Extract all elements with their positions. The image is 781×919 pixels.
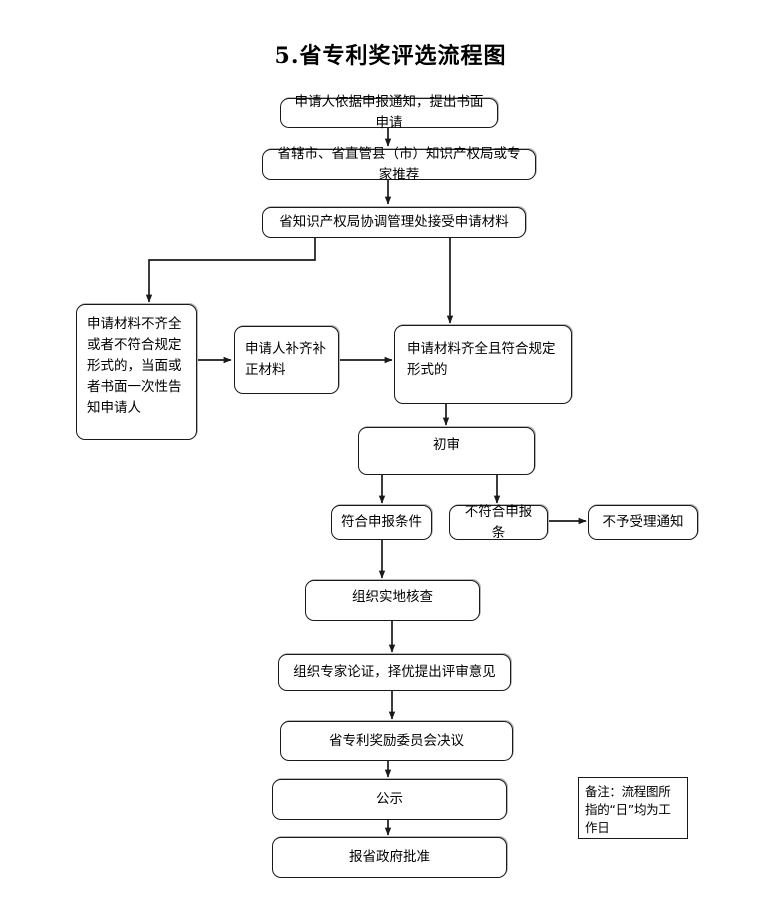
- node-recommend-label: 省辖市、省直管县（市）知识产权局或专家推荐: [277, 145, 521, 183]
- node-onsite-label: 组织实地核查: [352, 589, 433, 605]
- node-receive-label: 省知识产权局协调管理处接受申请材料: [279, 214, 509, 231]
- edge-receive-to-incomplete: [145, 237, 316, 303]
- node-incomplete-label: 申请材料不齐全或者不符合规定形式的，当面或者书面一次性告知申请人: [87, 316, 182, 416]
- node-complete-label: 申请材料齐全且符合规定形式的: [407, 341, 556, 378]
- node-complete[interactable]: 申请材料齐全且符合规定形式的: [394, 325, 572, 404]
- node-expert[interactable]: 组织专家论证，择优提出评审意见: [278, 654, 511, 691]
- node-committee[interactable]: 省专利奖励委员会决议: [280, 721, 513, 761]
- node-approval[interactable]: 报省政府批准: [272, 837, 507, 878]
- node-reject[interactable]: 不予受理通知: [588, 505, 698, 540]
- page-title: 5.省专利奖评选流程图: [274, 43, 507, 69]
- note-working-day: 备注：流程图所指的“日”均为工作日: [578, 777, 688, 839]
- node-publicize-label: 公示: [376, 791, 403, 808]
- node-apply-label: 申请人依据申报通知，提出书面申请: [294, 94, 484, 131]
- node-first-review-label: 初审: [433, 437, 460, 453]
- node-unqualified[interactable]: 不符合申报条: [449, 504, 548, 541]
- node-onsite[interactable]: 组织实地核查: [305, 580, 480, 621]
- node-recommend[interactable]: 省辖市、省直管县（市）知识产权局或专家推荐: [262, 146, 536, 183]
- node-approval-label: 报省政府批准: [349, 849, 430, 866]
- node-first-review[interactable]: 初审: [358, 427, 535, 475]
- note-working-day-label: 备注：流程图所指的“日”均为工作日: [585, 784, 671, 835]
- node-expert-label: 组织专家论证，择优提出评审意见: [293, 664, 496, 681]
- node-unqualified-label: 不符合申报条: [464, 503, 533, 541]
- node-apply[interactable]: 申请人依据申报通知，提出书面申请: [280, 94, 498, 131]
- node-supplement[interactable]: 申请人补齐补正材料: [234, 326, 339, 394]
- node-receive[interactable]: 省知识产权局协调管理处接受申请材料: [262, 207, 526, 238]
- node-supplement-label: 申请人补齐补正材料: [245, 341, 326, 378]
- node-reject-label: 不予受理通知: [602, 514, 684, 531]
- node-qualified-label: 符合申报条件: [341, 514, 422, 531]
- node-incomplete[interactable]: 申请材料不齐全或者不符合规定形式的，当面或者书面一次性告知申请人: [76, 304, 197, 440]
- node-qualified[interactable]: 符合申报条件: [331, 505, 432, 540]
- node-committee-label: 省专利奖励委员会决议: [329, 732, 464, 749]
- node-publicize[interactable]: 公示: [272, 779, 507, 820]
